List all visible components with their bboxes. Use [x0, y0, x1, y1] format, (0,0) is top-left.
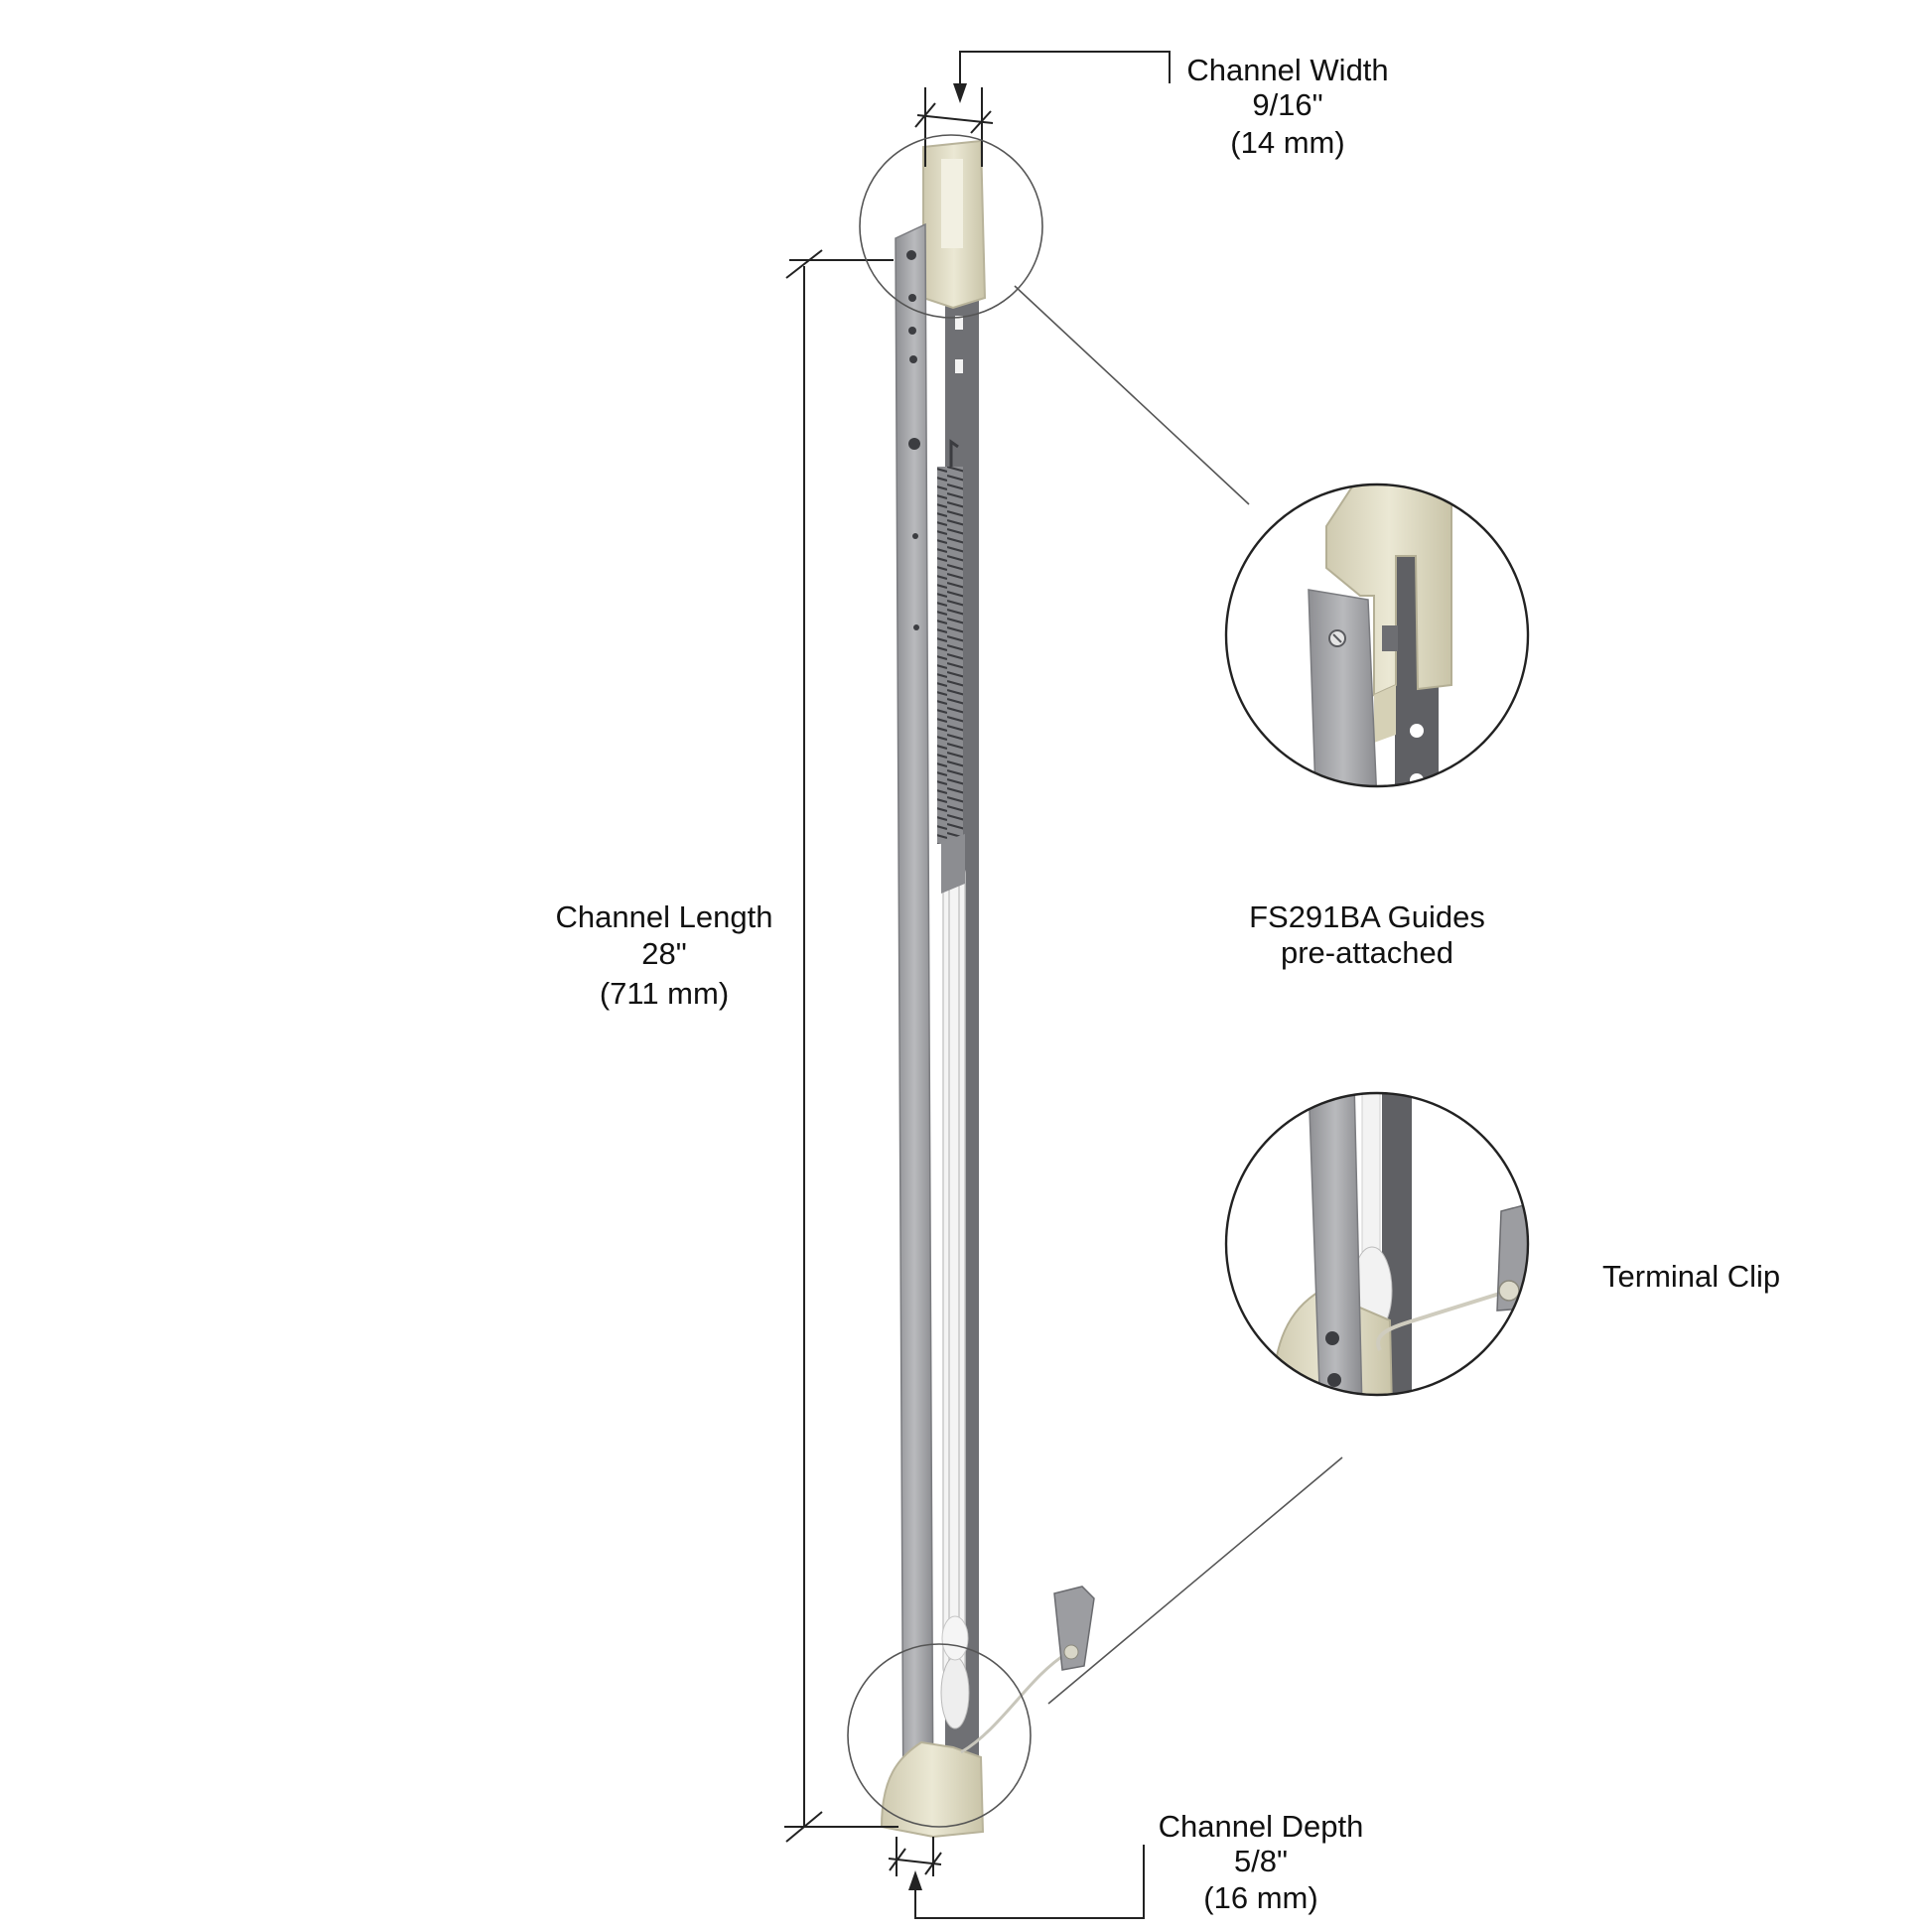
channel-length-title: Channel Length [556, 899, 773, 934]
terminal-clip-detail-zoom [1224, 1091, 1530, 1397]
spring-hook [949, 439, 959, 467]
channel-assembly [880, 139, 1095, 1839]
screw-hole [909, 355, 917, 363]
bottom-callout-circle [847, 1643, 1032, 1828]
screw-hole [908, 438, 920, 450]
rail-vent [955, 359, 963, 373]
width-arrowhead [953, 83, 967, 103]
top-callout-connector [1014, 285, 1250, 505]
channel-width-title: Channel Width [1186, 53, 1388, 87]
guides-note-line2: pre-attached [1281, 935, 1453, 970]
terminal-clip-label: Terminal Clip [1602, 1259, 1780, 1294]
channel-width-metric: (14 mm) [1230, 125, 1344, 160]
zoom2-screw-hole [1327, 1373, 1341, 1387]
depth-arrowhead [908, 1870, 922, 1890]
tension-cord [948, 874, 960, 1668]
guide-detail-circle [1224, 483, 1530, 788]
cam-block [941, 834, 965, 894]
guides-note-line1: FS291BA Guides [1249, 899, 1485, 934]
channel-face-plate [895, 222, 934, 1828]
channel-width-label: Channel Width 9/16" (14 mm) [1186, 53, 1388, 160]
top-guide-slot [941, 159, 963, 248]
zoom2-screw-hole [1325, 1331, 1339, 1345]
bottom-callout-connector [1047, 1456, 1343, 1705]
depth-tick-left [889, 1848, 906, 1871]
terminal-clip [1053, 1586, 1095, 1671]
terminal-clip-detail-circle [1224, 1091, 1530, 1397]
channel-depth-label: Channel Depth 5/8" (16 mm) [1159, 1809, 1364, 1915]
zoom-guide-foot [1374, 685, 1396, 743]
bottom-pulley [940, 1656, 970, 1729]
channel-length-metric: (711 mm) [600, 976, 729, 1011]
screw-hole [912, 533, 918, 539]
rail-vent [955, 316, 963, 330]
dimension-lines [784, 51, 1343, 1919]
channel-depth-title: Channel Depth [1159, 1809, 1364, 1844]
length-tick-top [785, 249, 823, 279]
width-leader [959, 51, 1171, 99]
channel-depth-metric: (16 mm) [1203, 1880, 1317, 1915]
zoom2-clip-wire [1376, 1289, 1510, 1351]
depth-tick-right [924, 1852, 942, 1875]
channel-length-imperial: 28" [641, 936, 687, 971]
zoom-guide-insert [1382, 625, 1398, 651]
channel-width-imperial: 9/16" [1252, 87, 1322, 122]
zoom-rail-hole [1410, 724, 1424, 738]
zoom-screw-slot [1332, 633, 1342, 643]
screw-hole [906, 250, 916, 260]
zoom2-face-plate [1308, 1093, 1363, 1395]
screw-hole [908, 327, 916, 335]
width-tick-right [970, 110, 992, 134]
top-callout-circle [859, 134, 1043, 319]
zoom-face-plate [1308, 589, 1379, 786]
screw-hole [913, 624, 919, 630]
guide-detail-zoom [1224, 483, 1530, 788]
balance-spring [937, 467, 963, 844]
length-tick-bottom [785, 1811, 823, 1843]
screw-hole [908, 294, 916, 302]
width-tick-left [914, 102, 936, 128]
terminal-clip-rivet [1063, 1644, 1079, 1660]
zoom2-clip-rivet [1498, 1280, 1520, 1302]
depth-leader [914, 1845, 1145, 1919]
bottom-pulley [941, 1615, 969, 1661]
guides-note-label: FS291BA Guides pre-attached [1249, 899, 1485, 970]
terminal-clip-wire [960, 1651, 1068, 1754]
zoom-guide [1325, 484, 1452, 697]
channel-depth-imperial: 5/8" [1234, 1844, 1288, 1878]
bottom-shoe [880, 1740, 985, 1839]
tension-rod-wrap [942, 863, 966, 1679]
channel-length-label: Channel Length 28" (711 mm) [556, 899, 773, 1011]
